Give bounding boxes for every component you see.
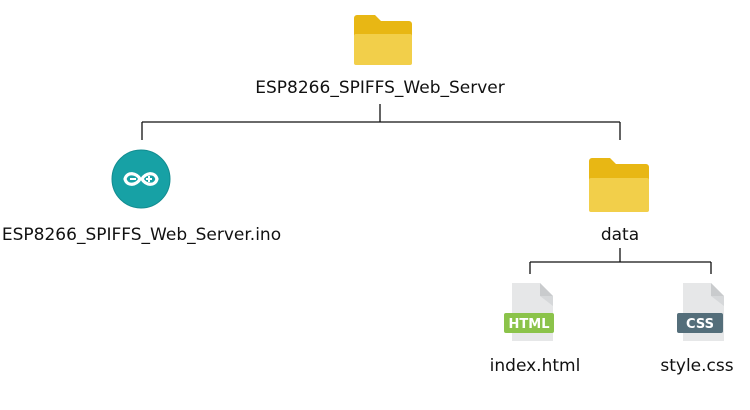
folder-icon [354, 15, 412, 65]
connector-root-children [141, 104, 621, 140]
css-file-icon: CSS [677, 283, 724, 341]
html-badge [504, 313, 554, 333]
root-folder-node[interactable] [352, 14, 414, 66]
folder-icon [589, 158, 649, 212]
html-file-node[interactable]: HTML [502, 282, 558, 342]
root-folder-label: ESP8266_SPIFFS_Web_Server [255, 78, 505, 98]
css-file-node[interactable]: CSS [673, 282, 729, 342]
data-folder-label: data [600, 225, 640, 245]
data-folder-node[interactable] [587, 157, 651, 213]
arduino-icon [111, 149, 171, 209]
html-file-label: index.html [489, 356, 581, 376]
css-badge [677, 313, 723, 333]
css-file-label: style.css [660, 356, 734, 376]
connector-data-files [529, 248, 712, 274]
ino-file-label: ESP8266_SPIFFS_Web_Server.ino [1, 225, 282, 245]
css-badge-text: CSS [686, 317, 714, 332]
html-badge-text: HTML [509, 317, 550, 332]
html-file-icon: HTML [504, 283, 554, 341]
ino-file-node[interactable] [111, 149, 171, 209]
